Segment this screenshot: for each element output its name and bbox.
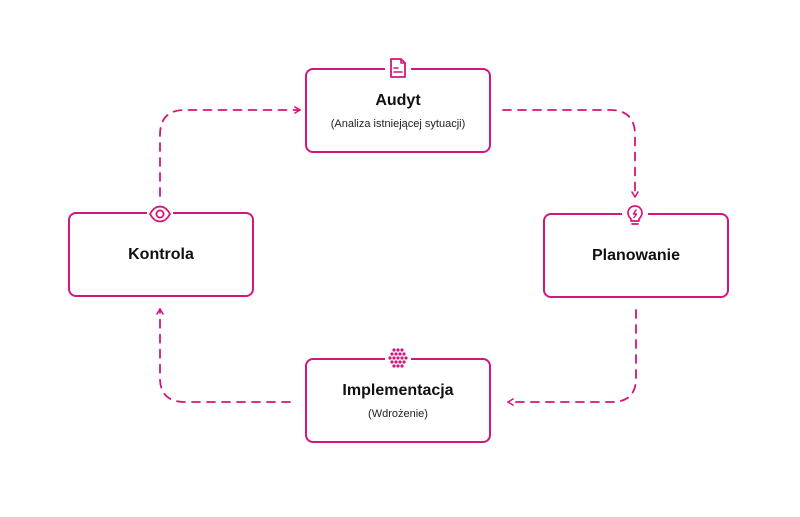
- document-icon: [385, 55, 411, 81]
- node-kontrola-title: Kontrola: [128, 245, 194, 263]
- node-planowanie-title: Planowanie: [591, 246, 681, 264]
- arrow-implementacja-to-kontrola: [156, 308, 291, 403]
- arrow-planowanie-to-implementacja: [507, 309, 637, 406]
- honeycomb-grid-icon: [385, 345, 411, 371]
- lightbulb-icon: [622, 203, 648, 229]
- node-audyt: Audyt (Analiza istniejącej sytuacji): [305, 68, 491, 153]
- node-implementacja-subtitle: (Wdrożenie): [368, 407, 428, 420]
- arrow-kontrola-to-audyt: [159, 106, 301, 197]
- node-implementacja: Implementacja (Wdrożenie): [305, 358, 491, 443]
- node-audyt-subtitle: (Analiza istniejącej sytuacji): [330, 117, 466, 130]
- arrow-audyt-to-planowanie: [502, 109, 639, 198]
- node-implementacja-title: Implementacja: [342, 381, 454, 399]
- node-audyt-title: Audyt: [375, 91, 421, 109]
- eye-icon: [147, 201, 173, 227]
